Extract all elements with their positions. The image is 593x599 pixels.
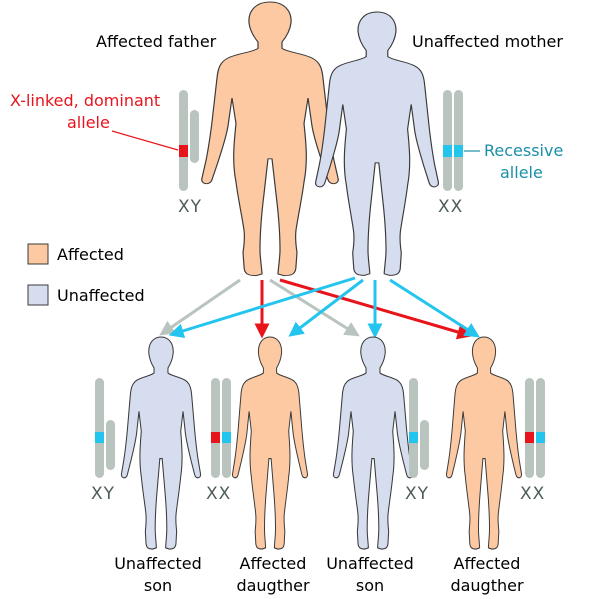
- arrow-mother-to-daughter2: [389, 278, 480, 338]
- unaffected-mother-figure: [314, 11, 440, 276]
- child-1-karyotype: XY: [91, 484, 115, 504]
- child-1-chromosomes: [95, 378, 115, 478]
- legend-affected-swatch: [27, 243, 49, 265]
- child-4-label-line2: daugther: [450, 576, 524, 595]
- dominant-allele-marker: [179, 145, 188, 157]
- child-1-label-line2: son: [144, 576, 172, 595]
- dominant-allele-label-line1: X-linked, dominant: [10, 91, 160, 110]
- child-2-label-line2: daugther: [236, 576, 310, 595]
- child-3-label-line2: son: [356, 576, 384, 595]
- father-chromosomes: [179, 90, 199, 191]
- legend-affected-label: Affected: [57, 245, 124, 264]
- mother-label: Unaffected mother: [412, 32, 563, 51]
- arrow-father-y-to-son2: [269, 278, 360, 337]
- legend-unaffected-swatch: [27, 284, 49, 306]
- child-3-label-line1: Unaffected: [326, 554, 414, 573]
- mother-karyotype: XX: [438, 197, 463, 217]
- inheritance-arrows: [159, 276, 480, 340]
- child-4-chromosomes: [525, 378, 545, 478]
- child-2-chromosomes: [211, 378, 231, 478]
- affected-father-figure: [201, 1, 339, 277]
- child-4-karyotype: XX: [520, 484, 545, 504]
- recessive-allele-marker: [454, 145, 463, 157]
- dominant-allele-pointer: [111, 130, 179, 151]
- arrow-mother-to-daughter1: [288, 278, 364, 337]
- recessive-allele-label-line1: Recessive: [484, 141, 563, 160]
- dominant-allele-label-line2: allele: [67, 113, 110, 132]
- child-4-label-line1: Affected: [454, 554, 521, 573]
- child-4-figure: [445, 336, 523, 550]
- arrow-mother-to-son1: [168, 276, 356, 339]
- child-3-figure: [332, 336, 414, 550]
- child-1-label-line1: Unaffected: [114, 554, 202, 573]
- child-3-chromosomes: [409, 378, 429, 478]
- child-3-karyotype: XY: [405, 484, 429, 504]
- legend-unaffected-label: Unaffected: [57, 286, 145, 305]
- child-1-figure: [120, 336, 202, 550]
- recessive-allele-label-line2: allele: [500, 163, 543, 182]
- father-label: Affected father: [96, 32, 217, 51]
- child-2-label-line1: Affected: [240, 554, 307, 573]
- child-2-figure: [231, 336, 309, 550]
- child-2-karyotype: XX: [206, 484, 231, 504]
- father-karyotype: XY: [178, 197, 202, 217]
- mother-chromosomes: [443, 90, 463, 191]
- recessive-allele-marker: [443, 145, 452, 157]
